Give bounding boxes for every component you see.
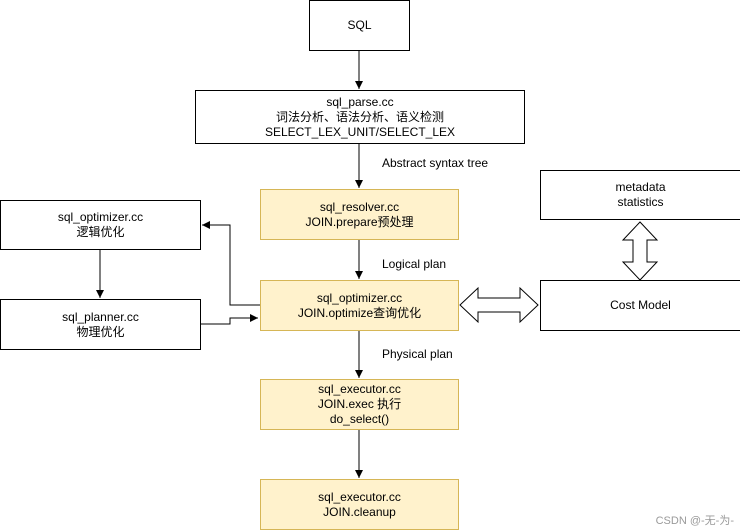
planner-node-desc: 物理优化 [76,324,125,339]
planner-node-file: sql_planner.cc [62,309,139,324]
double-arrow-optimizer-cost [459,286,539,324]
executor-cleanup-node: sql_executor.cc JOIN.cleanup [260,479,459,530]
cost-model-node: Cost Model [540,280,740,331]
double-arrow-metadata-cost [621,221,659,281]
executor-cleanup-node-desc: JOIN.cleanup [323,504,396,519]
optimizer-logic-node: sql_optimizer.cc 逻辑优化 [0,200,201,250]
optimizer-main-node: sql_optimizer.cc JOIN.optimize查询优化 [260,280,459,331]
optimizer-logic-node-desc: 逻辑优化 [76,225,125,239]
sql-node-label: SQL [347,18,372,32]
parse-node-struct: SELECT_LEX_UNIT/SELECT_LEX [264,124,456,139]
metadata-node-line1: metadata [615,180,666,194]
metadata-node-line2: statistics [617,195,664,209]
optimizer-main-node-desc: JOIN.optimize查询优化 [297,305,422,320]
resolver-node-file: sql_resolver.cc [319,199,400,214]
edge-optimizer-to-logic [202,221,260,306]
edge-planner-to-optimizer [201,314,258,325]
resolver-node: sql_resolver.cc JOIN.prepare预处理 [260,189,459,240]
executor-exec-node: sql_executor.cc JOIN.exec 执行 do_select() [260,379,459,430]
edge-label-ast: Abstract syntax tree [382,156,489,170]
optimizer-main-node-file: sql_optimizer.cc [316,290,403,305]
executor-exec-node-func: do_select() [329,412,390,426]
sql-node: SQL [309,0,410,51]
optimizer-logic-node-file: sql_optimizer.cc [57,210,144,224]
metadata-node: metadata statistics [540,170,740,220]
watermark: CSDN @-无-为- [655,515,734,527]
edge-label-logical: Logical plan [382,257,447,271]
cost-model-node-label: Cost Model [610,298,671,312]
executor-exec-node-file: sql_executor.cc [318,382,401,396]
executor-exec-node-desc: JOIN.exec 执行 [317,397,402,411]
parse-node-file: sql_parse.cc [326,94,394,109]
executor-cleanup-node-file: sql_executor.cc [318,489,401,504]
edge-label-physical: Physical plan [382,347,453,361]
planner-node: sql_planner.cc 物理优化 [0,299,201,350]
parse-node-desc: 词法分析、语法分析、语义检测 [275,109,444,124]
resolver-node-desc: JOIN.prepare预处理 [305,214,414,229]
parse-node: sql_parse.cc 词法分析、语法分析、语义检测 SELECT_LEX_U… [195,90,525,144]
